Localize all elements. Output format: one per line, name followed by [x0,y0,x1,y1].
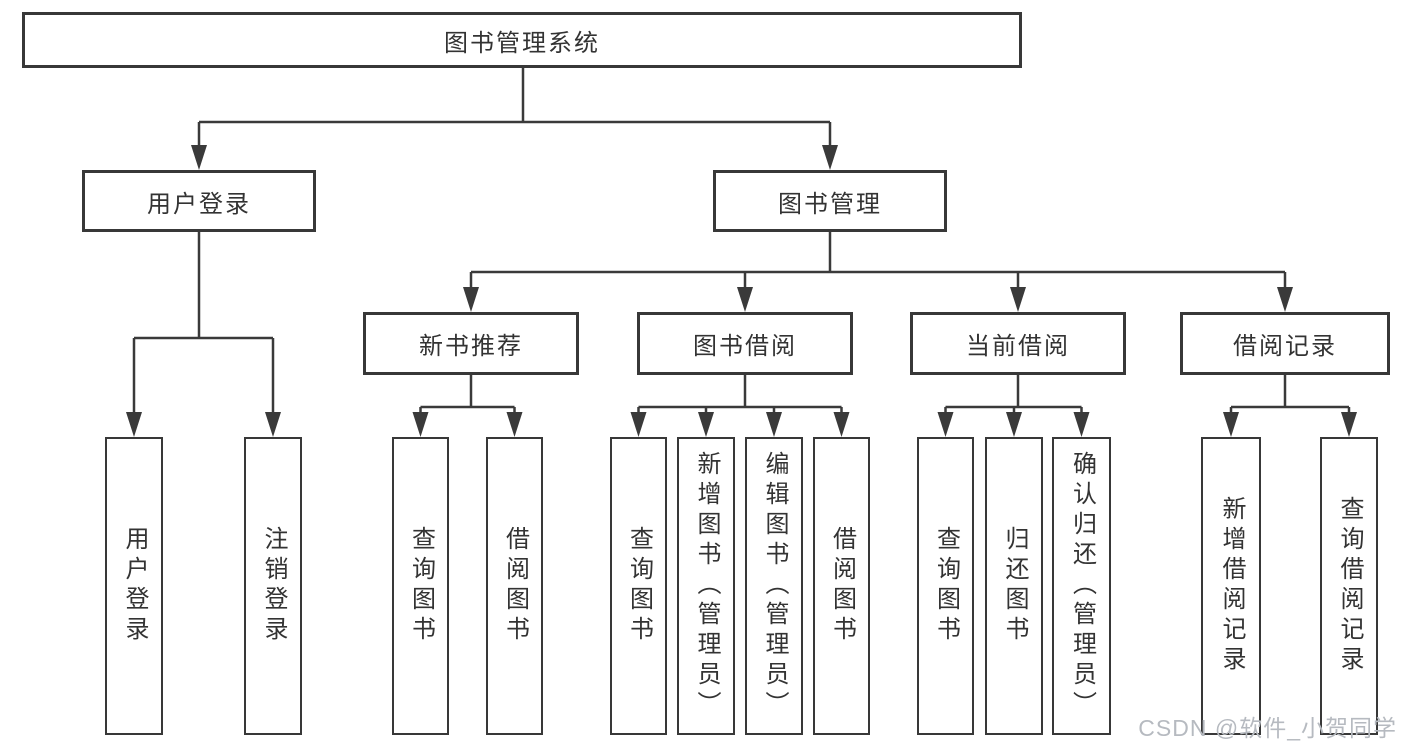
node-root-label: 图书管理系统 [444,29,600,57]
leaf-br-add-record-label: 新增借阅记录 [1218,496,1245,676]
leaf-nbr-query-books-label: 查询图书 [407,526,435,646]
arrowhead-icons [126,145,1357,437]
leaf-logout-label: 注销登录 [260,526,287,646]
leaf-br-query-record-label: 查询借阅记录 [1336,496,1363,676]
leaf-user-login-action: 用户登录 [105,437,163,735]
node-user-login: 用户登录 [82,170,316,232]
leaf-cb-confirm-return: 确认归还（管理员） [1052,437,1111,735]
node-book-borrow-label: 图书借阅 [693,333,797,360]
leaf-br-add-record: 新增借阅记录 [1201,437,1261,735]
leaf-bb-add-books-label: 新增图书（管理员） [693,451,720,721]
leaf-cb-query-books-label: 查询图书 [932,526,960,646]
leaf-bb-borrow-books: 借阅图书 [813,437,870,735]
leaf-bb-add-books: 新增图书（管理员） [677,437,735,735]
leaf-bb-query-books-label: 查询图书 [625,526,653,646]
leaf-bb-edit-books-label: 编辑图书（管理员） [761,451,788,721]
leaf-cb-return-books-label: 归还图书 [1001,526,1028,646]
leaf-cb-return-books: 归还图书 [985,437,1043,735]
leaf-bb-borrow-books-label: 借阅图书 [828,526,856,646]
node-borrow-record: 借阅记录 [1180,312,1390,375]
leaf-bb-edit-books: 编辑图书（管理员） [745,437,803,735]
leaf-br-query-record: 查询借阅记录 [1320,437,1378,735]
leaf-nbr-query-books: 查询图书 [392,437,449,735]
leaf-cb-query-books: 查询图书 [917,437,974,735]
node-borrow-record-label: 借阅记录 [1233,333,1337,360]
node-book-borrow: 图书借阅 [637,312,853,375]
node-new-book-recommend: 新书推荐 [363,312,579,375]
csdn-watermark: CSDN @软件_小贺同学 [1138,715,1397,741]
leaf-bb-query-books: 查询图书 [610,437,667,735]
leaf-logout: 注销登录 [244,437,302,735]
node-root: 图书管理系统 [22,12,1022,68]
node-user-login-label: 用户登录 [147,190,251,218]
node-current-borrow-label: 当前借阅 [966,333,1070,360]
node-book-management-label: 图书管理 [778,190,882,218]
connector-lines [132,68,1351,414]
leaf-nbr-borrow-books-label: 借阅图书 [501,526,529,646]
node-new-book-recommend-label: 新书推荐 [419,333,523,360]
node-book-management: 图书管理 [713,170,947,232]
leaf-nbr-borrow-books: 借阅图书 [486,437,543,735]
leaf-user-login-action-label: 用户登录 [121,526,148,646]
node-current-borrow: 当前借阅 [910,312,1126,375]
leaf-cb-confirm-return-label: 确认归还（管理员） [1068,451,1096,721]
